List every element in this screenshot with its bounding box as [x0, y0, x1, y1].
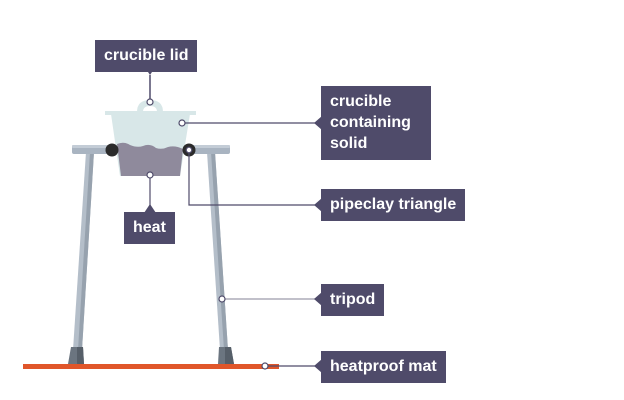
solid — [117, 142, 183, 176]
label-heatproof-mat: heatproof mat — [321, 351, 446, 383]
tripod-foot-left-shade — [77, 347, 84, 364]
label-crucible-containing-solid: crucible containing solid — [321, 86, 431, 160]
tripod-foot-right-shade — [225, 347, 234, 364]
crucible-lid — [105, 111, 196, 115]
label-tripod: tripod — [321, 284, 385, 316]
pointer-tripod — [218, 295, 226, 303]
arrow-crucible — [314, 116, 322, 130]
label-pipeclay-triangle: pipeclay triangle — [321, 189, 466, 221]
heatproof-mat — [23, 364, 279, 369]
leader-line-pipeclay — [188, 150, 320, 206]
arrow-mat — [314, 359, 322, 373]
pointer-pipeclay — [185, 146, 193, 154]
pointer-lid — [146, 98, 154, 106]
arrow-heat — [144, 204, 156, 213]
crucible-lid-handle — [137, 100, 163, 112]
pointer-crucible — [178, 119, 186, 127]
pipeclay-triangle-left — [105, 143, 119, 157]
label-heat: heat — [124, 212, 175, 244]
arrow-tripod — [314, 292, 322, 306]
arrow-pipeclay — [314, 198, 322, 212]
pointer-mat — [261, 362, 269, 370]
pointer-heat — [146, 171, 154, 179]
tripod-leg-left-shade — [78, 152, 94, 350]
label-crucible-lid: crucible lid — [95, 40, 198, 72]
